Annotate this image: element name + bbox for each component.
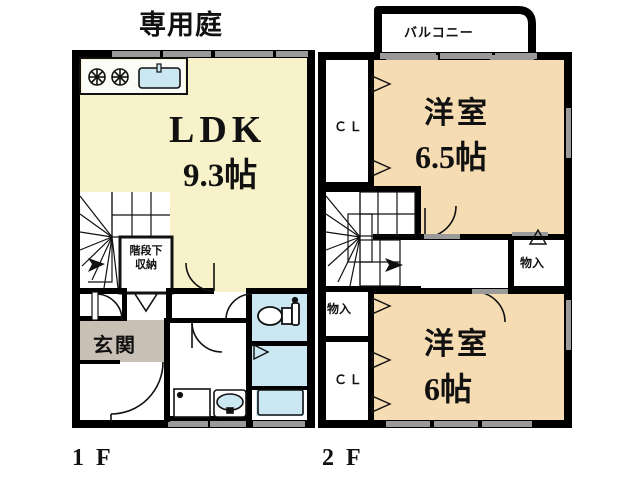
closet-door-arrows bbox=[371, 74, 392, 414]
door-swing-toilet bbox=[225, 293, 253, 321]
window-marks-1f-bottom bbox=[168, 421, 305, 427]
closet-upper-fill bbox=[325, 58, 373, 186]
closet-lower-fill bbox=[325, 340, 373, 422]
storage-right-fill bbox=[512, 238, 565, 288]
gas-burner-right bbox=[111, 68, 129, 86]
door-swing-washroom bbox=[191, 321, 223, 353]
room-upper-size-label: 6.5帖 bbox=[415, 139, 488, 175]
room-lower-size-label: 6帖 bbox=[424, 371, 473, 407]
genkan-fill bbox=[80, 320, 168, 362]
floor1-title: 1 F bbox=[72, 445, 114, 471]
storage-left-label: 物入 bbox=[327, 302, 352, 316]
gas-burner-left bbox=[88, 68, 106, 86]
stair-direction-arrow-1f bbox=[88, 258, 105, 272]
door-swing-ldk bbox=[185, 262, 215, 292]
under-stair-storage-label: 階段下 収納 bbox=[126, 245, 166, 273]
ldk-size-label: 9.3帖 bbox=[183, 158, 258, 194]
under-stair-storage-line1: 階段下 bbox=[129, 245, 163, 257]
balcony-label: バルコニー bbox=[404, 25, 474, 40]
stair-direction-arrow-2f bbox=[385, 258, 403, 272]
ldk-label: LDK bbox=[169, 109, 267, 151]
window-marks-1f-top bbox=[112, 51, 308, 57]
closet-lower-label: ＣＬ bbox=[334, 372, 365, 387]
stair-winder-1f bbox=[79, 192, 119, 289]
under-stair-storage-box bbox=[118, 235, 174, 295]
bath-entry-arrow bbox=[253, 343, 270, 361]
entrance-label: 玄関 bbox=[93, 335, 137, 357]
under-stair-storage-line2: 収納 bbox=[135, 258, 157, 271]
floor1-group bbox=[72, 50, 315, 428]
room-upper-label: 洋室 bbox=[424, 97, 490, 130]
kitchen-sink bbox=[138, 63, 181, 89]
storage-right-label: 物入 bbox=[520, 256, 545, 270]
door-swing-entrance bbox=[110, 361, 164, 422]
storage-right-door-arrow bbox=[528, 228, 548, 245]
wash-basin bbox=[213, 389, 247, 418]
door-mark-upper bbox=[424, 232, 548, 294]
floor2-title: 2 F bbox=[322, 445, 364, 471]
washing-machine bbox=[173, 388, 211, 418]
balcony-door-marks bbox=[386, 55, 534, 60]
storage-left-fill bbox=[325, 292, 373, 336]
bathtub bbox=[257, 389, 304, 416]
door-swing-left-room bbox=[91, 291, 123, 321]
door-swing-under-stair bbox=[134, 293, 158, 313]
room-lower-label: 洋室 bbox=[424, 328, 490, 361]
bath-area-fill bbox=[251, 345, 308, 387]
toilet-bowl bbox=[257, 296, 300, 326]
floor1-interior-walls bbox=[80, 288, 308, 422]
floor2-interior-walls bbox=[318, 58, 566, 422]
stair-winder-2f bbox=[325, 192, 373, 287]
floor2-group bbox=[318, 6, 572, 428]
closet-upper-label: ＣＬ bbox=[334, 119, 365, 134]
room-lower-fill bbox=[373, 292, 565, 422]
kitchen-counter bbox=[79, 57, 188, 95]
private-garden-label: 専用庭 bbox=[139, 10, 223, 40]
